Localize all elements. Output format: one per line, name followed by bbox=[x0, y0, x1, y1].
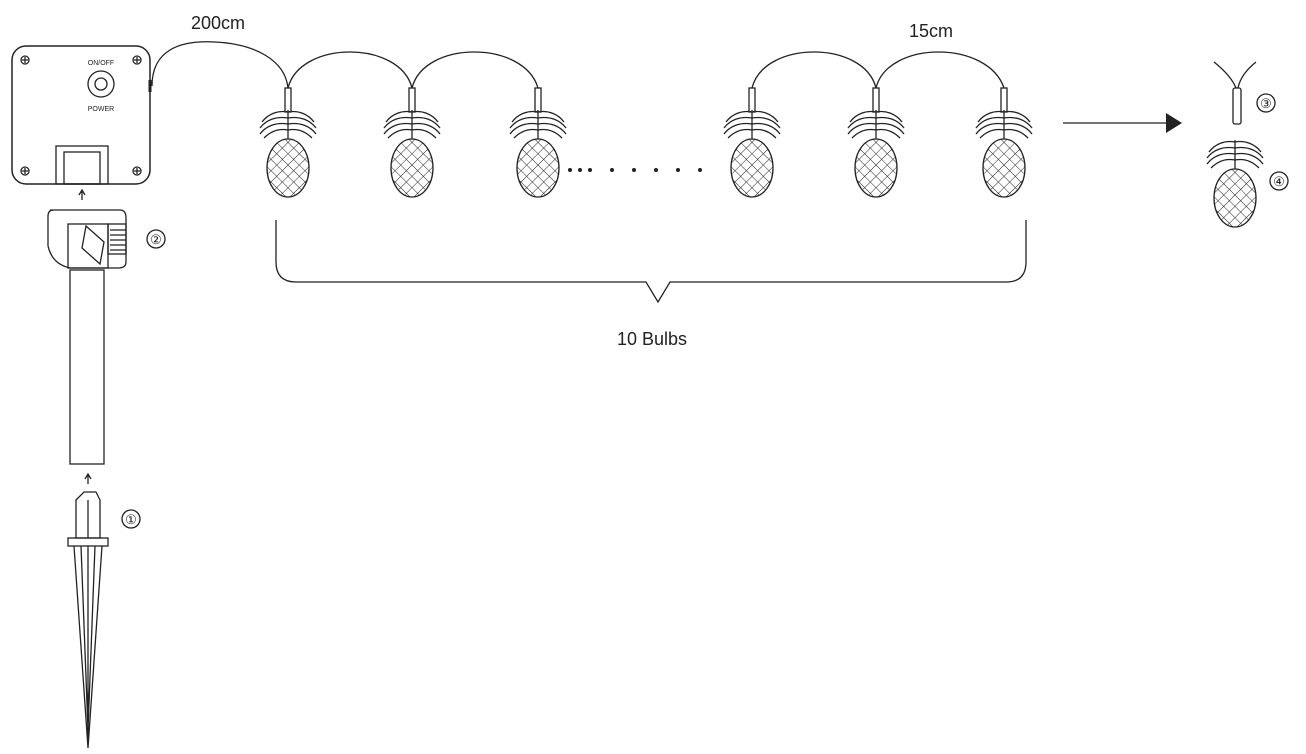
power-switch-button[interactable] bbox=[87, 70, 115, 98]
lead-wire-length-label: 200cm bbox=[191, 13, 245, 33]
svg-text:①: ① bbox=[125, 512, 137, 527]
bulb bbox=[509, 87, 567, 198]
screw-icon bbox=[20, 55, 142, 176]
holder-grip bbox=[107, 223, 127, 255]
stake-socket bbox=[55, 145, 109, 185]
part-number-1: ① bbox=[121, 509, 141, 529]
pineapple-cover-detail bbox=[1206, 139, 1264, 228]
power-label: POWER bbox=[88, 106, 114, 113]
bulb bbox=[723, 87, 781, 198]
bulb bbox=[259, 87, 317, 198]
arrow-up-icon bbox=[78, 188, 86, 200]
bulb-count-brace bbox=[275, 220, 1027, 304]
svg-text:②: ② bbox=[150, 232, 162, 247]
svg-text:④: ④ bbox=[1273, 174, 1285, 189]
part-number-3: ③ bbox=[1256, 93, 1276, 113]
bulb-spacing-label: 15cm bbox=[909, 21, 953, 41]
arrow-up-icon bbox=[84, 472, 92, 484]
ellipsis-dots bbox=[568, 168, 702, 172]
bulb bbox=[847, 87, 905, 198]
svg-text:③: ③ bbox=[1260, 96, 1272, 111]
bulb bbox=[975, 87, 1033, 198]
bulb-count-label: 10 Bulbs bbox=[617, 329, 687, 349]
string-wire bbox=[151, 41, 1005, 89]
solar-power-box: ON/OFF POWER bbox=[11, 45, 152, 185]
part-number-2: ② bbox=[146, 229, 166, 249]
bulb-socket-detail bbox=[1213, 61, 1257, 125]
on-off-label: ON/OFF bbox=[88, 60, 114, 67]
part-number-4: ④ bbox=[1269, 171, 1289, 191]
ground-stake bbox=[67, 491, 109, 749]
stake-holder bbox=[47, 209, 127, 465]
arrow-right-icon bbox=[1063, 113, 1182, 133]
bulb bbox=[383, 87, 441, 198]
